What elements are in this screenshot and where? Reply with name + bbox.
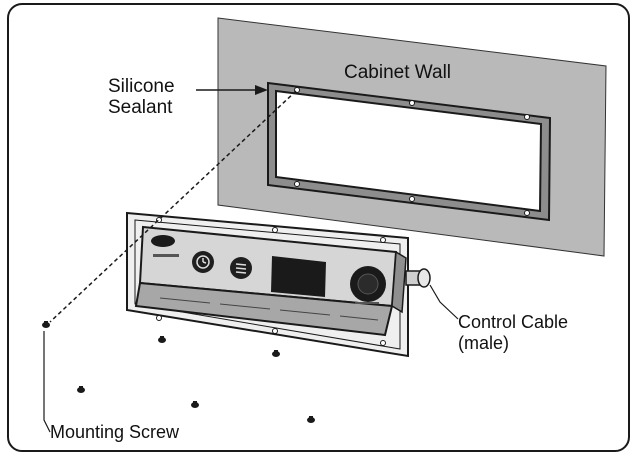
wall-opening	[275, 89, 543, 213]
control-cable-label-line1: Control Cable	[458, 312, 568, 332]
mounting-screws	[42, 321, 315, 423]
cabinet-wall-label: Cabinet Wall	[344, 62, 451, 83]
screw-icon	[158, 336, 166, 343]
clock-icon	[192, 251, 214, 273]
cable-connector-icon	[405, 268, 431, 288]
control-cable-label-line2: (male)	[458, 333, 509, 353]
mounting-screw-leader	[43, 331, 51, 433]
power-knob-icon	[350, 266, 386, 304]
brand-logo	[151, 235, 175, 247]
controller-display	[271, 256, 326, 297]
menu-icon	[230, 257, 252, 279]
controller-unit	[134, 225, 407, 337]
screw-icon	[77, 386, 85, 393]
screw-icon	[191, 401, 199, 408]
alignment-dashed-line	[49, 90, 297, 323]
sealant-arrow	[255, 85, 268, 95]
control-cable-leader	[429, 284, 459, 320]
screw-icon	[272, 350, 280, 357]
silicone-sealant-label-line1: Silicone	[108, 76, 175, 97]
screw-icon	[42, 321, 50, 328]
cabinet-wall	[217, 17, 607, 257]
silicone-sealant-label-line2: Sealant	[108, 97, 173, 118]
screw-icon	[307, 416, 315, 423]
mounting-screw-label: Mounting Screw	[50, 422, 180, 442]
sealant-holes	[294, 87, 530, 216]
